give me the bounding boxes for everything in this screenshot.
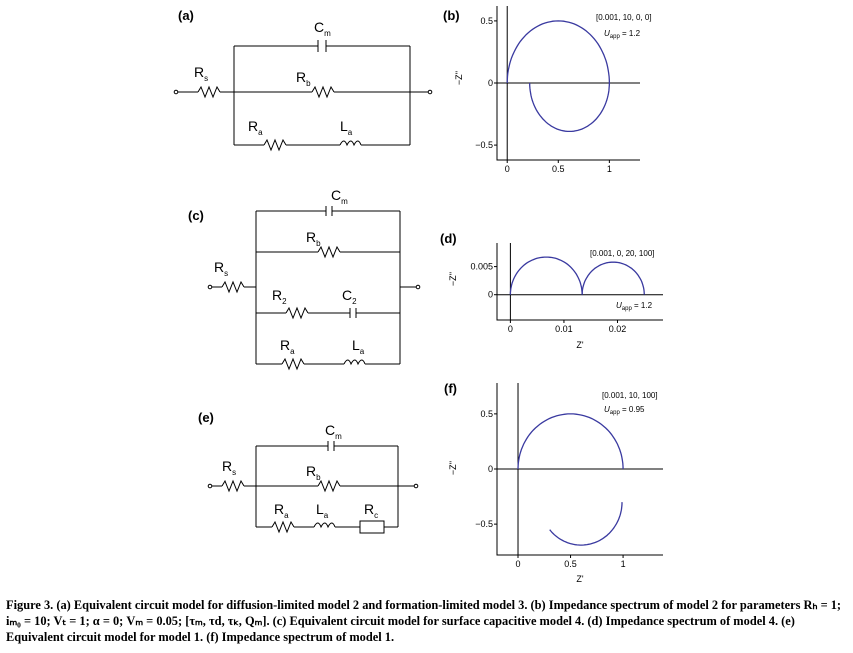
label-rs-a: Rs — [194, 64, 208, 83]
label-cm-c: Cm — [331, 187, 348, 206]
impedance-curve-segment — [506, 20, 611, 84]
y-tick-label: 0 — [488, 78, 493, 88]
y-tick-label: −0.5 — [475, 519, 493, 529]
params-annotation: [0.001, 0, 20, 100] — [590, 249, 655, 258]
x-axis-title: Z' — [576, 340, 583, 350]
uapp-subscript: app — [610, 34, 621, 40]
y-tick-label: 0 — [488, 290, 493, 300]
panel-label-c: (c) — [188, 208, 204, 223]
label-la-c: La — [352, 337, 365, 356]
chart-d: 0 0.01 0.02 0.005 0 (d) [0.001, 0, 20, 100] Uap… — [440, 231, 663, 350]
label-rb-a: Rb — [296, 69, 311, 88]
panel-label-a: (a) — [178, 8, 194, 23]
label-cm-a: Cm — [314, 19, 331, 38]
label-ra-a: Ra — [248, 118, 263, 137]
x-tick-label: 0.02 — [609, 324, 627, 334]
label-la-a: La — [340, 118, 353, 137]
panel-label-f: (f) — [444, 381, 457, 396]
x-tick-label: 0 — [508, 324, 513, 334]
impedance-curve-segment — [509, 256, 583, 295]
circuit-e-wires — [207, 441, 419, 534]
y-tick-label: 0.005 — [470, 262, 493, 272]
x-tick-label: 0 — [505, 164, 510, 174]
x-tick-label: 1 — [621, 559, 626, 569]
label-rs-e: Rs — [222, 458, 236, 477]
params-annotation: [0.001, 10, 100] — [602, 391, 658, 400]
x-tick-label: 0.5 — [552, 164, 565, 174]
uapp-value: = 0.95 — [620, 405, 645, 414]
uapp-symbol: U — [604, 29, 610, 38]
chart-b: 0 0.5 1 0.5 0 −0.5 (b) [0.001, 10, 0, 0] Uapp = … — [443, 6, 652, 174]
panel-a: (a) Cm Rs Rb Ra La — [173, 8, 433, 151]
chart-f: 0 0.5 1 0.5 0 −0.5 (f) [0.001, 10, 100] Uapp = 0… — [444, 381, 663, 584]
x-axis-title: Z' — [576, 574, 583, 584]
x-tick-label: 1 — [607, 164, 612, 174]
axis-frame — [496, 243, 663, 321]
caption-text: (a) Equivalent circuit model for diffusi… — [6, 598, 842, 644]
circuit-c-wires — [207, 206, 421, 365]
uapp-value: = 1.2 — [632, 301, 653, 310]
uapp-annotation: Uapp = 1.2 — [616, 301, 653, 312]
caption-figure-number: Figure 3. — [6, 598, 54, 612]
panel-e: (e) Cm Rs Rb Ra La Rc — [198, 410, 419, 534]
label-rs-c: Rs — [214, 259, 228, 278]
label-r2-c: R2 — [272, 287, 287, 306]
uapp-annotation: Uapp = 1.2 — [604, 29, 641, 40]
uapp-symbol: U — [616, 301, 622, 310]
panel-label-d: (d) — [440, 231, 457, 246]
y-axis-title: −Z'' — [448, 461, 458, 475]
label-la-e: La — [316, 501, 329, 520]
panel-label-b: (b) — [443, 8, 460, 23]
x-tick-label: 0.01 — [555, 324, 573, 334]
y-tick-label: −0.5 — [475, 140, 493, 150]
figure-canvas: (a) Cm Rs Rb Ra La (c) — [173, 6, 663, 584]
label-ra-c: Ra — [280, 337, 295, 356]
x-tick-label: 0.5 — [564, 559, 577, 569]
y-tick-label: 0 — [488, 464, 493, 474]
label-cm-e: Cm — [325, 422, 342, 441]
impedance-curve-segment — [549, 502, 623, 546]
y-axis-title: −Z'' — [448, 272, 458, 286]
params-annotation: [0.001, 10, 0, 0] — [596, 13, 652, 22]
axis-frame — [496, 6, 640, 161]
panel-label-e: (e) — [198, 410, 214, 425]
label-ra-e: Ra — [274, 501, 289, 520]
uapp-subscript: app — [622, 306, 633, 312]
impedance-curve-segment — [517, 413, 624, 470]
figure-caption: Figure 3. (a) Equivalent circuit model f… — [6, 597, 848, 645]
label-rb-e: Rb — [306, 463, 321, 482]
circuit-a-wires — [173, 40, 433, 146]
label-rc-e: Rc — [364, 501, 378, 520]
impedance-curve-segment — [581, 261, 645, 295]
x-tick-label: 0 — [516, 559, 521, 569]
uapp-subscript: app — [610, 410, 621, 416]
uapp-symbol: U — [604, 405, 610, 414]
uapp-value: = 1.2 — [620, 29, 641, 38]
y-tick-label: 0.5 — [480, 16, 493, 26]
y-axis-title: −Z'' — [454, 71, 464, 85]
label-c2-c: C2 — [342, 287, 357, 306]
uapp-annotation: Uapp = 0.95 — [604, 405, 645, 416]
y-tick-label: 0.5 — [480, 409, 493, 419]
label-rb-c: Rb — [306, 229, 321, 248]
impedance-curve-segment — [529, 82, 611, 133]
axis-frame — [496, 383, 663, 556]
panel-c: (c) Cm Rs Rb R2 C2 Ra La — [188, 187, 421, 370]
